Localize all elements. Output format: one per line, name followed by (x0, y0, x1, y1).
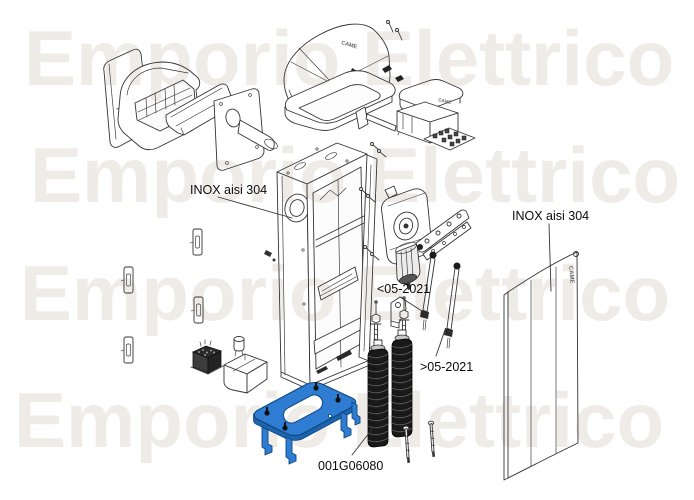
label-part-code: 001G06080 (318, 459, 383, 473)
plate-studs (264, 382, 341, 431)
came-logo-lid: CAME (340, 40, 358, 50)
label-variant-before: <05-2021 (377, 282, 430, 296)
small-cap-part (233, 336, 245, 357)
tie-rod-old (420, 251, 437, 331)
fixing-screw (402, 425, 410, 464)
leader-lines (217, 196, 552, 456)
came-logo-cover: CAME (438, 97, 452, 105)
hinge-rod (355, 106, 401, 136)
fixing-screw (427, 420, 435, 458)
label-material-left: INOX aisi 304 (190, 183, 267, 197)
came-logo-door: CAME (567, 266, 575, 284)
boom-shaft (237, 119, 275, 151)
label-variant-after: >05-2021 (420, 360, 473, 374)
cabinet-body (276, 142, 371, 391)
head-shaft-plate (213, 88, 278, 171)
base-plate-highlighted (253, 382, 361, 465)
lid-clips (382, 20, 404, 82)
label-material-right: INOX aisi 304 (512, 209, 589, 223)
small-screws (264, 142, 387, 262)
lid-gasket-frame (284, 70, 396, 131)
fixing-bracket (120, 266, 134, 294)
fixing-bracket (120, 336, 134, 364)
balance-arm (415, 209, 472, 261)
tie-rod-new (444, 262, 461, 349)
circuit-board (423, 127, 476, 151)
front-door-panel: CAME (503, 251, 579, 481)
fixing-bracket (189, 228, 203, 256)
fixing-bracket (190, 296, 204, 324)
balancing-spring-right (391, 329, 413, 438)
transformer (190, 339, 224, 375)
battery-cover (223, 353, 268, 394)
spring-eye-bolt (370, 300, 382, 349)
balancing-spring-left (367, 339, 389, 448)
gearmotor (381, 185, 432, 290)
